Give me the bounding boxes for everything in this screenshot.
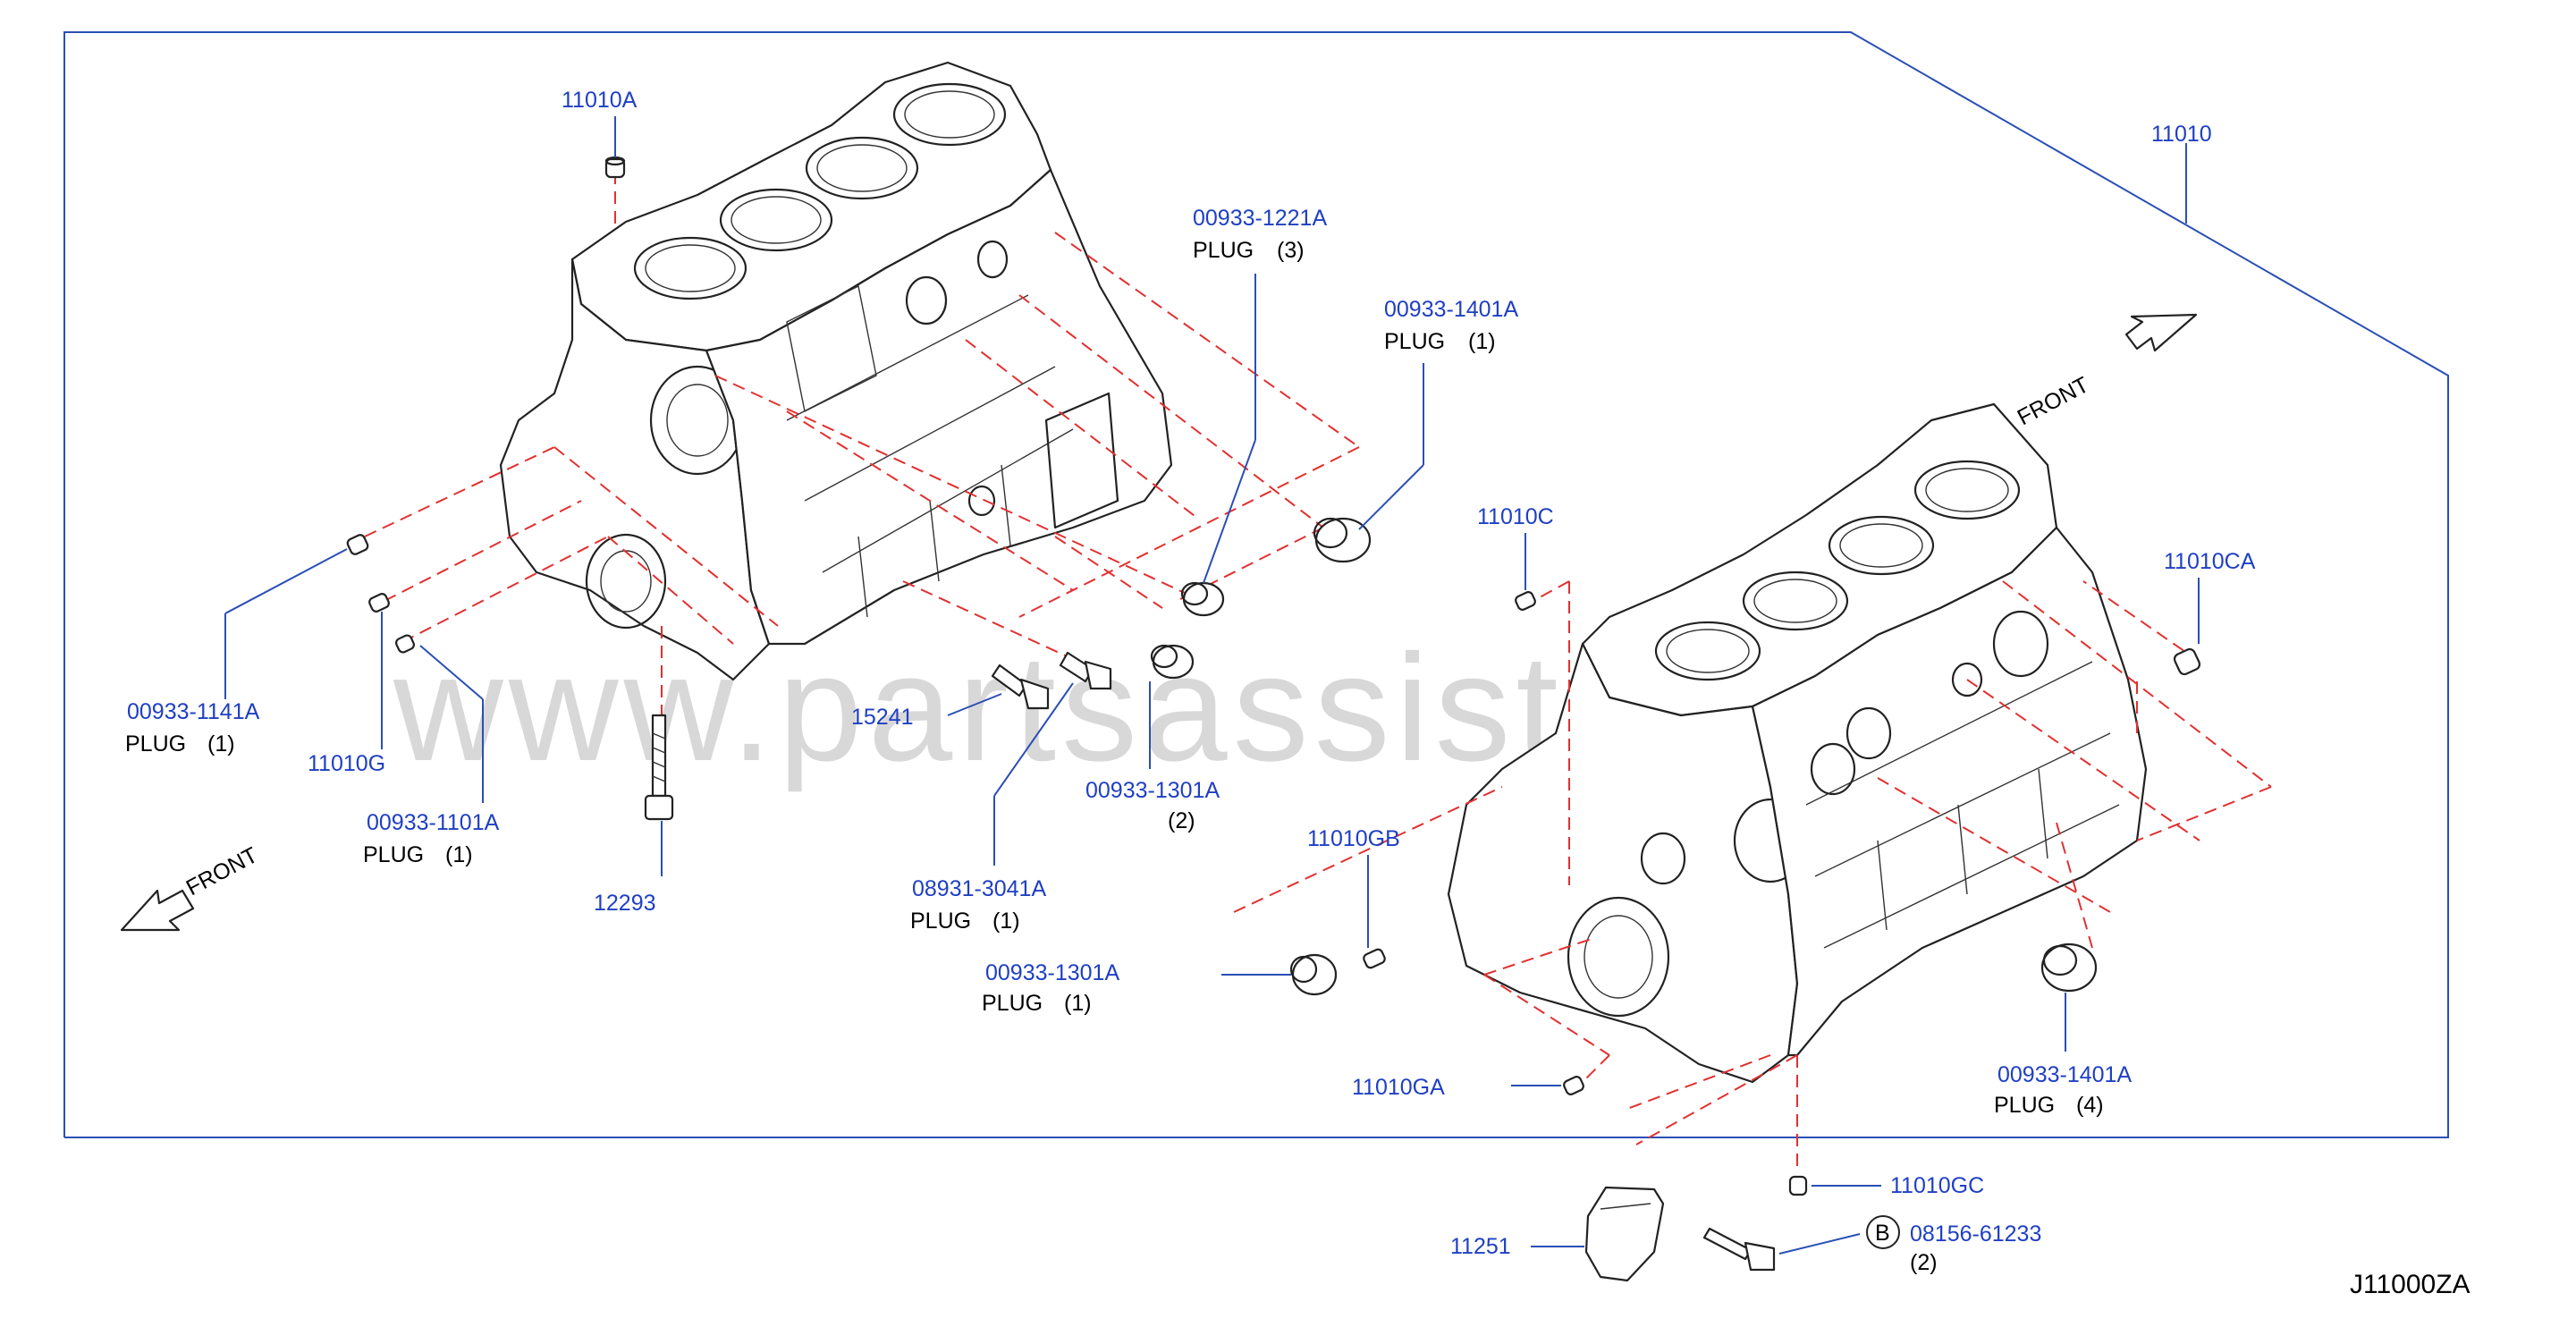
callout-08931-3041A-pn: 08931-3041A [912, 876, 1046, 901]
cylinder-block-right[interactable] [1447, 402, 2148, 1084]
front-arrow-left [120, 889, 195, 932]
bolt-08931-3041A[interactable] [1059, 651, 1112, 690]
callout-11010: 11010 [2151, 122, 2212, 147]
callout-11010CA: 11010CA [2164, 549, 2256, 574]
plug-11010GC[interactable] [1788, 1175, 1808, 1196]
callout-12293: 12293 [594, 891, 656, 916]
front-label-left: FRONT [182, 842, 262, 900]
plug-00933-1301A-a[interactable] [1150, 644, 1195, 680]
plug-00933-1401A-bottom[interactable] [2040, 942, 2098, 993]
b-badge-letter: B [1875, 1221, 1890, 1246]
callout-00933-1401A-top-pn: 00933-1401A [1384, 297, 1518, 322]
callout-00933-1101A-desc: PLUG [363, 842, 424, 867]
callout-08931-3041A-qty: (1) [992, 909, 1020, 934]
callout-00933-1401A-bottom-pn: 00933-1401A [1997, 1062, 2132, 1087]
plug-11010C[interactable] [1515, 591, 1537, 612]
plug-00933-1141A[interactable] [346, 534, 369, 556]
callout-00933-1301A-b-desc: PLUG [982, 991, 1043, 1016]
callout-11251: 11251 [1450, 1234, 1511, 1259]
callout-00933-1401A-bottom-desc: PLUG [1994, 1093, 2055, 1118]
bolt-12293[interactable] [644, 714, 674, 821]
bolt-15241[interactable] [991, 664, 1050, 710]
callout-00933-1301A-b-pn: 00933-1301A [985, 960, 1119, 985]
callout-11010G: 11010G [308, 751, 385, 776]
guide-lines-right [1233, 580, 2272, 1171]
guide-lines-left [364, 166, 1360, 715]
cylinder-block-left[interactable] [499, 61, 1173, 681]
callout-11010GB: 11010GB [1307, 826, 1400, 851]
front-label-right: FRONT [2014, 372, 2093, 430]
callout-00933-1221A-qty: (3) [1277, 238, 1305, 263]
callout-11010GA: 11010GA [1352, 1075, 1445, 1100]
cover-11251[interactable] [1584, 1186, 1665, 1282]
plug-00933-1221A[interactable] [1180, 581, 1225, 617]
callout-08931-3041A-desc: PLUG [910, 909, 971, 934]
callout-00933-1301A-a-qty: (2) [1168, 808, 1195, 833]
plug-11010GB[interactable] [1363, 948, 1387, 969]
callout-00933-1401A-top-desc: PLUG [1384, 329, 1445, 354]
callout-00933-1301A-b-qty: (1) [1064, 991, 1092, 1016]
callout-00933-1101A-pn: 00933-1101A [367, 810, 500, 835]
callout-15241: 15241 [851, 705, 914, 730]
callout-11010C: 11010C [1477, 504, 1554, 529]
b-badge-circle [1866, 1215, 1900, 1249]
callout-11010A: 11010A [562, 88, 638, 113]
assembly-frame [63, 31, 2449, 1138]
plug-11010G[interactable] [368, 593, 391, 613]
callout-00933-1221A-pn: 00933-1221A [1193, 206, 1327, 231]
callout-00933-1141A-desc: PLUG [125, 731, 186, 756]
callout-00933-1141A-qty: (1) [207, 731, 235, 756]
bolt-08156-61233[interactable] [1702, 1227, 1776, 1272]
callout-00933-1401A-top-qty: (1) [1468, 329, 1496, 354]
front-arrow-right [2124, 313, 2198, 352]
plug-00933-1401A-top[interactable] [1313, 517, 1372, 563]
callout-08156-61233-qty: (2) [1910, 1250, 1938, 1275]
plug-00933-1301A-b[interactable] [1289, 953, 1338, 996]
callout-08156-61233-pn: 08156-61233 [1910, 1221, 2041, 1247]
callout-11010GC: 11010GC [1890, 1173, 1984, 1198]
plug-00933-1101A[interactable] [394, 634, 415, 654]
plug-11010A[interactable] [604, 156, 626, 179]
callout-00933-1301A-a-pn: 00933-1301A [1085, 778, 1220, 803]
callout-00933-1221A-desc: PLUG [1193, 238, 1254, 263]
leader-lines [224, 116, 2200, 1255]
plug-11010GA[interactable] [1563, 1076, 1585, 1096]
diagram-reference-code: J11000ZA [2350, 1270, 2470, 1299]
callout-00933-1101A-qty: (1) [445, 842, 473, 867]
plug-11010CA[interactable] [2173, 647, 2201, 676]
callout-00933-1141A-pn: 00933-1141A [127, 699, 260, 724]
callout-00933-1401A-bottom-qty: (4) [2076, 1093, 2104, 1118]
